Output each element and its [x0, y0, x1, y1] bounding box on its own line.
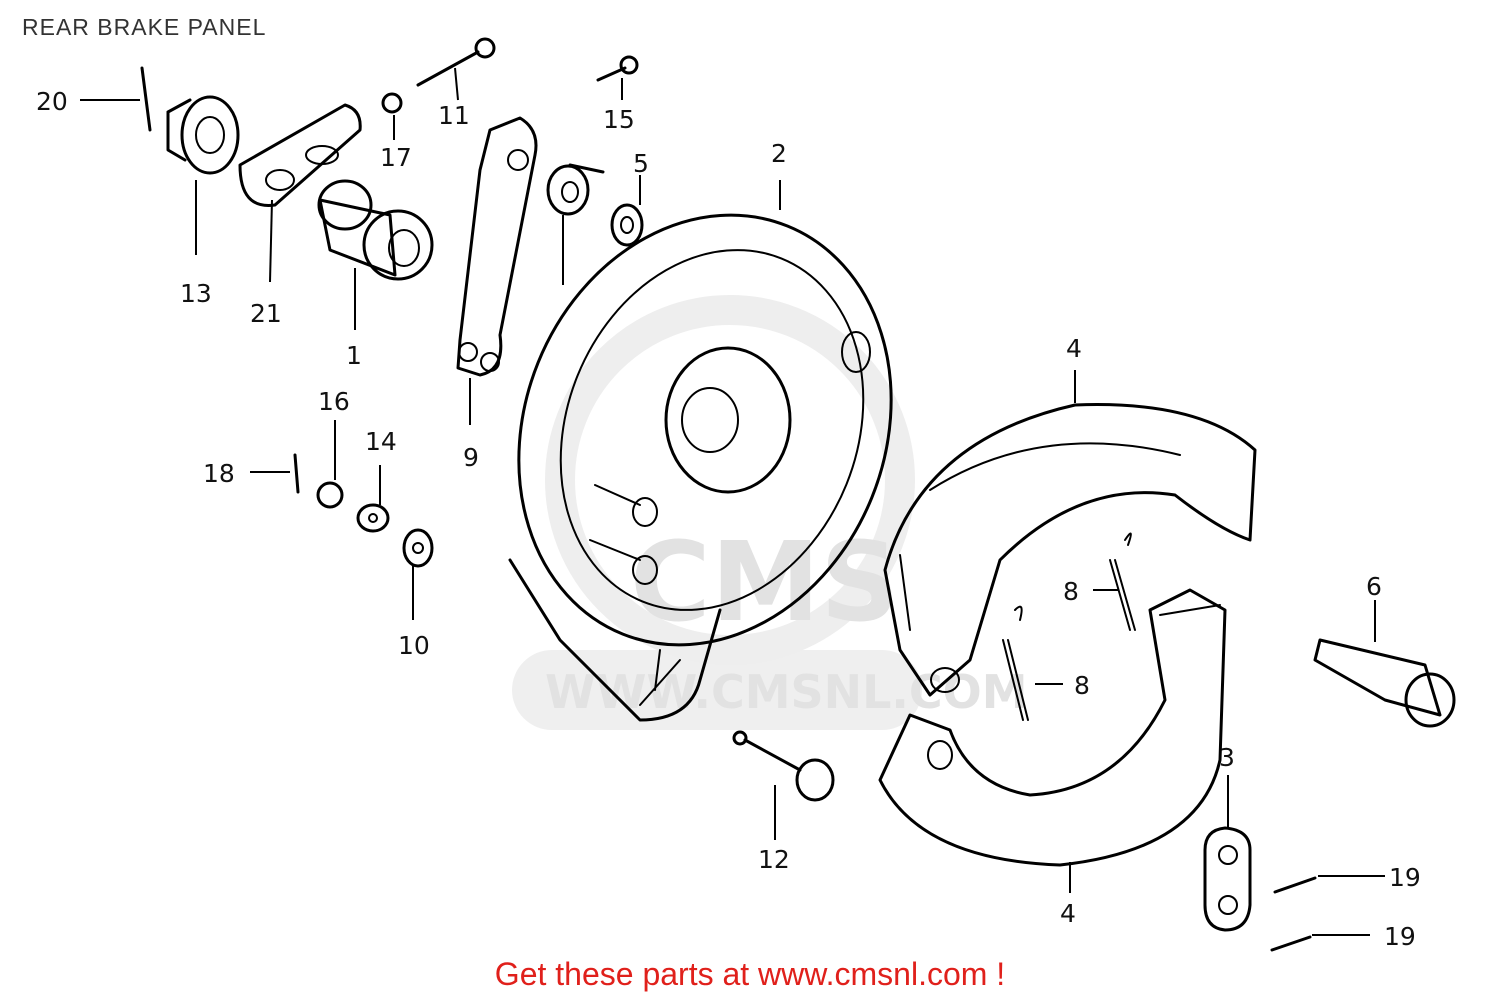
- part-washer-5: [610, 203, 644, 247]
- part-brake-shoe-lower-4: [878, 588, 1227, 867]
- callout-2: 2: [771, 139, 787, 168]
- part-indicator-7: [546, 163, 605, 216]
- callout-15: 15: [603, 105, 635, 134]
- part-nut-16: [316, 481, 344, 509]
- part-seal-13: [166, 95, 240, 175]
- part-collar-1: [317, 179, 434, 281]
- part-spring-8-upper: [1109, 532, 1136, 631]
- callout-5: 5: [633, 149, 649, 178]
- callout-3: 3: [1219, 743, 1235, 772]
- callout-6: 6: [1366, 572, 1382, 601]
- part-nut-17: [381, 92, 403, 114]
- callout-12: 12: [758, 845, 790, 874]
- part-bolt-11: [416, 37, 496, 87]
- callout-1: 1: [346, 341, 362, 370]
- callout-20: 20: [36, 87, 68, 116]
- part-brake-panel-2: [508, 213, 893, 722]
- callout-17: 17: [380, 143, 412, 172]
- callout-13: 13: [180, 279, 212, 308]
- callout-9: 9: [463, 443, 479, 472]
- part-cotter-pin-19-lower: [1270, 935, 1312, 952]
- part-arm-9: [456, 116, 538, 377]
- callout-4-upper: 4: [1066, 334, 1082, 363]
- callout-21: 21: [250, 299, 282, 328]
- part-plate-21: [238, 103, 362, 207]
- callout-16: 16: [318, 387, 350, 416]
- part-bolt-15: [596, 55, 639, 82]
- part-cotter-pin-20: [140, 66, 152, 132]
- callout-19-upper: 19: [1389, 863, 1421, 892]
- callout-18: 18: [203, 459, 235, 488]
- callout-8-lower: 8: [1074, 671, 1090, 700]
- part-washer-14: [356, 503, 390, 533]
- callout-4-lower: 4: [1060, 899, 1076, 928]
- part-pin-18: [293, 453, 300, 494]
- part-plate-3: [1203, 826, 1252, 932]
- part-cam-6: [1313, 638, 1456, 728]
- callout-labels: 20 11 15 17 2 5 13 21 1 9 4 16 14 18 10 …: [36, 87, 1421, 951]
- part-brake-shoe-upper-4: [883, 403, 1257, 697]
- callout-11: 11: [438, 101, 470, 130]
- callout-10: 10: [398, 631, 430, 660]
- part-pin-12: [732, 730, 835, 802]
- part-washer-10: [402, 528, 434, 568]
- page-title: REAR BRAKE PANEL: [22, 14, 267, 40]
- footer-link[interactable]: Get these parts at www.cmsnl.com !: [494, 956, 1006, 992]
- watermark: CMS WWW.CMSNL.COM: [512, 295, 1028, 730]
- part-cotter-pin-19-upper: [1273, 876, 1317, 894]
- callout-8-upper: 8: [1063, 577, 1079, 606]
- part-spring-8-lower: [1002, 605, 1029, 721]
- callout-19-lower: 19: [1384, 922, 1416, 951]
- leader-lines: [80, 67, 1385, 936]
- watermark-badge: CMS: [630, 518, 899, 646]
- callout-14: 14: [365, 427, 397, 456]
